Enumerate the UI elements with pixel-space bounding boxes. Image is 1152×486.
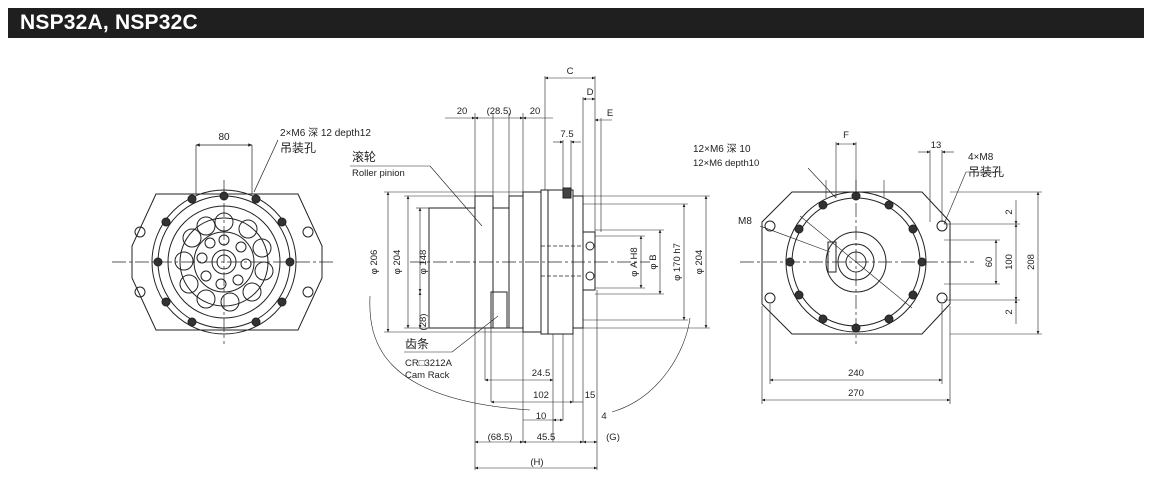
title-bar: NSP32A, NSP32C <box>8 8 1144 38</box>
dim-15: 15 <box>585 390 596 401</box>
m8-hole-callout: 4×M8 <box>968 152 994 163</box>
roller-label-cn: 滚轮 <box>352 149 376 164</box>
dim-13: 13 <box>931 140 942 151</box>
dim-24-5: 24.5 <box>532 368 551 379</box>
left-callout-cn: 吊装孔 <box>280 141 316 155</box>
dim-45-5: 45.5 <box>537 432 556 443</box>
m8-label: M8 <box>738 216 752 227</box>
dim-f: F <box>843 130 849 141</box>
dia-170-h7: φ 170 h7 <box>672 243 683 281</box>
center-labels: 20 (28.5) 20 C D E 7.5 滚轮 Roller pinion … <box>352 66 705 468</box>
dia-b: φ B <box>648 254 659 269</box>
dia-204-left: φ 204 <box>392 250 403 275</box>
dia-148: φ 148 <box>418 250 429 275</box>
dim-80: 80 <box>218 132 230 143</box>
dim-d: D <box>587 87 594 98</box>
center-side-view <box>350 76 710 470</box>
m8-hole-callout-cn: 吊装孔 <box>968 165 1004 179</box>
dim-e: E <box>607 108 613 119</box>
right-rear-view <box>740 142 1042 404</box>
page-title: NSP32A, NSP32C <box>20 11 198 34</box>
rack-label-cn: 齿条 <box>405 337 429 351</box>
right-labels: 12×M6 深 10 12×M6 depth10 F 13 4×M8 吊装孔 M… <box>693 130 1037 399</box>
dim-c: C <box>567 66 574 77</box>
left-callout-thread: 2×M6 深 12 depth12 <box>280 127 371 139</box>
dim-7-5: 7.5 <box>560 129 573 140</box>
dim-2-bottom: 2 <box>1004 309 1015 314</box>
left-front-view <box>112 139 336 344</box>
right-callout-line1: 12×M6 深 10 <box>693 143 751 155</box>
dia-a-h8: φ A H8 <box>629 247 640 276</box>
dim-4: 4 <box>601 411 606 422</box>
roller-label-en: Roller pinion <box>352 168 405 179</box>
dim-28: (28) <box>418 314 429 331</box>
dim-28-5: (28.5) <box>487 106 512 117</box>
dim-h: (H) <box>530 457 543 468</box>
right-callout-line2: 12×M6 depth10 <box>693 158 759 169</box>
dim-10: 10 <box>536 411 547 422</box>
dim-208: 208 <box>1026 254 1037 270</box>
dim-g: (G) <box>606 432 620 443</box>
dim-20-right: 20 <box>530 106 541 117</box>
rack-label-en: Cam Rack <box>405 370 450 381</box>
rack-part-number: CR□3212A <box>405 358 453 369</box>
dim-20-left: 20 <box>457 106 468 117</box>
dim-100: 100 <box>1004 254 1015 270</box>
dim-102: 102 <box>533 390 549 401</box>
dim-60: 60 <box>984 257 995 268</box>
dia-206: φ 206 <box>369 250 380 275</box>
dim-270: 270 <box>848 388 864 399</box>
dim-240: 240 <box>848 368 864 379</box>
dim-68-5: (68.5) <box>488 432 513 443</box>
dia-204-right: φ 204 <box>694 250 705 275</box>
dim-2-top: 2 <box>1004 209 1015 214</box>
